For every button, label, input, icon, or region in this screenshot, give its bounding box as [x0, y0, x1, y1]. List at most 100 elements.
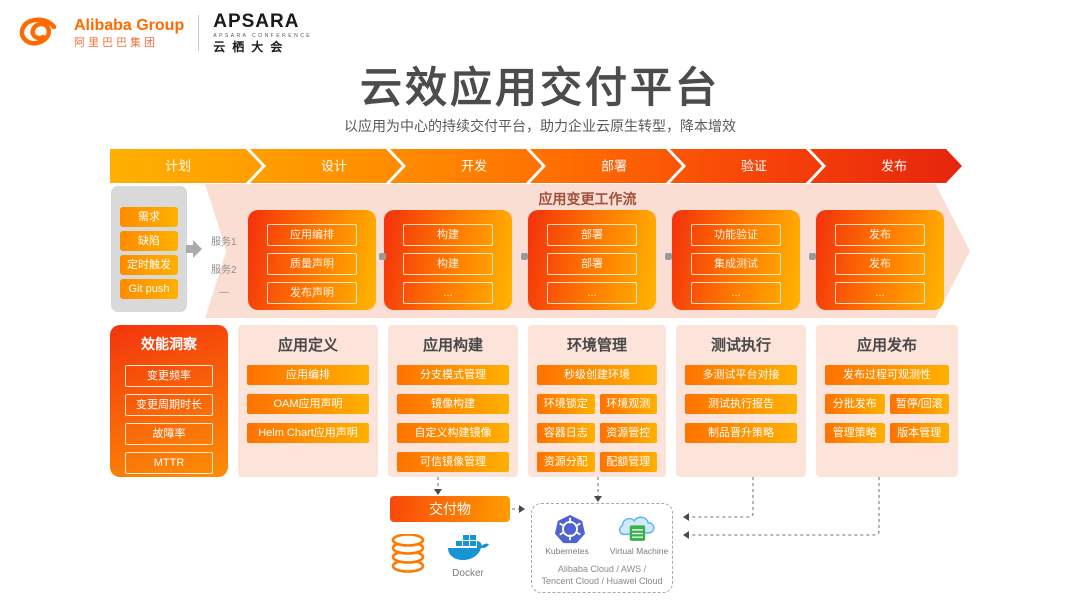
capability-column-env-management: 环境管理 秒级创建环境 环境锁定 环境观测 容器日志 资源管控 资源分配 配额管…: [528, 325, 666, 477]
capability-item: 秒级创建环境: [537, 365, 657, 385]
docker-block: Docker: [444, 532, 492, 579]
logo-divider: [198, 15, 200, 52]
workflow-step: ...: [835, 282, 925, 304]
workflow-step: 构建: [403, 253, 493, 275]
capability-item: 管理策略: [825, 423, 885, 443]
workflow-title: 应用变更工作流: [538, 191, 637, 207]
alibaba-logo-icon: [19, 17, 57, 46]
apsara-cn-label: 云栖大会: [213, 40, 290, 55]
workflow-step: ...: [547, 282, 637, 304]
capability-item: 可信镜像管理: [397, 452, 509, 472]
capability-item: 容器日志: [537, 423, 595, 443]
trigger-item: 定时触发: [120, 255, 178, 275]
capability-item: 发布过程可观测性: [825, 365, 949, 385]
workflow-step: 功能验证: [691, 224, 781, 246]
alibaba-logo-text: Alibaba Group 阿里巴巴集团: [74, 17, 184, 49]
workflow-step: 质量声明: [267, 253, 357, 275]
capability-title: 环境管理: [566, 337, 627, 354]
runtime-box: Kubernetes Virtual Machine Alibaba Cloud…: [531, 503, 673, 593]
lane-label: 服务1: [211, 237, 237, 248]
capability-column-app-release: 应用发布 发布过程可观测性 分批发布 暂停/回滚 管理策略 版本管理: [816, 325, 958, 477]
capability-item: 镜像构建: [397, 394, 509, 414]
stage-connector-dot: [521, 253, 528, 260]
page-title: 云效应用交付平台: [359, 64, 720, 111]
vm-icon: [618, 516, 655, 541]
apsara-logo-text: APSARA APSARA CONFERENCE 云栖大会: [213, 11, 313, 55]
capability-title: 应用发布: [856, 337, 917, 354]
lane-label: 服务2: [211, 265, 237, 276]
alibaba-cn-label: 阿里巴巴集团: [74, 37, 158, 50]
capability-item: 分批发布: [825, 394, 885, 414]
metric-item: 变更周期时长: [125, 394, 213, 416]
capability-item: 版本管理: [889, 423, 949, 443]
workflow-stage-card: 应用编排 质量声明 发布声明: [248, 210, 376, 310]
metric-item: MTTR: [125, 452, 213, 474]
apsara-conference-label: APSARA CONFERENCE: [213, 32, 313, 39]
workflow-step: ...: [403, 282, 493, 304]
capability-item: 多测试平台对接: [685, 365, 797, 385]
capability-item: 制品晋升策略: [685, 423, 797, 443]
capability-item: 资源分配: [537, 452, 595, 472]
workflow-step: 部署: [547, 253, 637, 275]
capability-title: 应用定义: [277, 337, 338, 354]
capability-item: OAM应用声明: [247, 394, 369, 414]
apsara-label: APSARA: [213, 11, 300, 32]
capability-column-app-build: 应用构建 分支模式管理 镜像构建 自定义构建镜像 可信镜像管理: [388, 325, 518, 477]
workflow-stage-card: 构建 构建 ...: [384, 210, 512, 310]
workflow-step: 集成测试: [691, 253, 781, 275]
capability-column-test-execution: 测试执行 多测试平台对接 测试执行报告 制品晋升策略: [676, 325, 806, 477]
trigger-item: 需求: [120, 207, 178, 227]
capability-column-app-definition: 应用定义 应用编排 OAM应用声明 Helm Chart应用声明: [238, 325, 378, 477]
insight-title: 效能洞察: [141, 336, 197, 352]
capability-item: 环境观测: [599, 394, 657, 414]
flow-arrow-icon: [186, 240, 202, 258]
deliverable-badge: 交付物: [390, 496, 510, 522]
pipeline-bar: 计划 设计 开发 部署 验证 发布: [110, 149, 962, 183]
vm-label: Virtual Machine: [609, 546, 669, 556]
kubernetes-icon: [555, 514, 585, 544]
workflow-step: 发布: [835, 224, 925, 246]
workflow-step: 部署: [547, 224, 637, 246]
alibaba-group-label: Alibaba Group: [74, 17, 185, 35]
capability-item: 环境锁定: [537, 394, 595, 414]
stage-connector-dot: [665, 253, 672, 260]
capability-title: 应用构建: [422, 337, 483, 354]
capability-item: 暂停/回滚: [889, 394, 949, 414]
logo-bar: Alibaba Group 阿里巴巴集团 APSARA APSARA CONFE…: [18, 11, 313, 55]
workflow-stage-card: 功能验证 集成测试 ...: [672, 210, 800, 310]
workflow-stage-card: 发布 发布 ...: [816, 210, 944, 310]
insight-card: 效能洞察 变更频率 变更周期时长 故障率 MTTR: [110, 325, 228, 477]
artifact-repo-icon: [388, 533, 428, 579]
pipeline-stage-label: 部署: [601, 159, 627, 174]
page-subtitle: 以应用为中心的持续交付平台，助力企业云原生转型，降本增效: [344, 118, 736, 134]
workflow-step: 构建: [403, 224, 493, 246]
stage-connector-dot: [379, 253, 386, 260]
kubernetes-label: Kubernetes: [545, 546, 589, 556]
stage-connector-dot: [809, 253, 816, 260]
pipeline-stage-label: 计划: [165, 159, 191, 174]
docker-icon: [448, 535, 489, 560]
pipeline-stage-label: 验证: [741, 159, 767, 174]
capability-item: 自定义构建镜像: [397, 423, 509, 443]
capability-item: 测试执行报告: [685, 394, 797, 414]
capability-item: Helm Chart应用声明: [247, 423, 369, 443]
workflow-step: 发布声明: [267, 282, 357, 304]
trigger-item: Git push: [120, 279, 178, 299]
lane-label: —: [219, 287, 229, 298]
capability-item: 分支模式管理: [397, 365, 509, 385]
capability-item: 资源管控: [599, 423, 657, 443]
capability-item: 配额管理: [599, 452, 657, 472]
capability-title: 测试执行: [710, 337, 771, 354]
cloud-providers-line1: Alibaba Cloud / AWS /: [557, 564, 647, 574]
workflow-step: 应用编排: [267, 224, 357, 246]
trigger-item: 缺陷: [120, 231, 178, 251]
metric-item: 故障率: [125, 423, 213, 445]
pipeline-stage-label: 设计: [321, 159, 347, 174]
metric-item: 变更频率: [125, 365, 213, 387]
workflow-stage-card: 部署 部署 ...: [528, 210, 656, 310]
cloud-providers-line2: Tencent Cloud / Huawei Cloud: [541, 575, 663, 586]
trigger-box: 需求 缺陷 定时触发 Git push: [111, 186, 187, 312]
cloud-providers-label: Alibaba Cloud / AWS / Tencent Cloud / Hu…: [532, 564, 672, 587]
workflow-step: ...: [691, 282, 781, 304]
